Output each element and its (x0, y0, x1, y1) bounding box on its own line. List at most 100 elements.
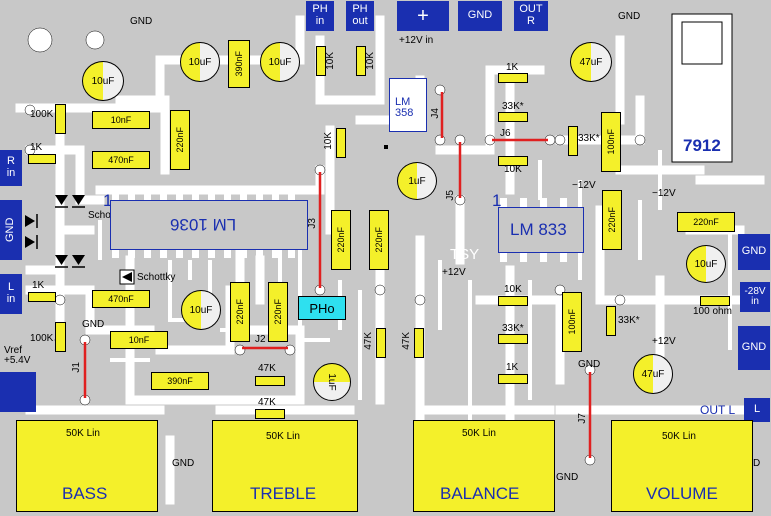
cap-390nf-1[interactable]: 390nF (228, 40, 250, 88)
label-schottky-1: Schottky (88, 210, 127, 221)
cap-220nf-7[interactable]: 220nF (677, 212, 735, 232)
res-1k-4-label: 1K (506, 362, 519, 373)
cap-10uf-5[interactable]: 10uF (686, 245, 726, 283)
res-10k-5-label: 10K (504, 284, 522, 295)
cap-100nf-2-text: 100nF (567, 309, 577, 335)
res-10k-4[interactable] (498, 156, 528, 166)
pot-balance[interactable] (413, 420, 555, 512)
cap-10uf-1[interactable]: 10uF (82, 61, 124, 101)
cap-220nf-3[interactable]: 220nF (369, 210, 389, 270)
ic-lm833-label: LM 833 (510, 220, 567, 239)
res-10k-2[interactable] (356, 46, 366, 76)
cap-10nf-2[interactable]: 10nF (110, 331, 168, 349)
ic-lm833[interactable] (498, 207, 584, 253)
connector-gnd-right1[interactable]: GND (738, 234, 770, 270)
res-10k-3[interactable] (336, 128, 346, 158)
cap-220nf-3-text: 220nF (374, 227, 384, 253)
pot-bass-label: BASS (62, 484, 108, 503)
res-1k-3[interactable] (498, 73, 528, 83)
res-1k-3-label: 1K (506, 62, 519, 73)
ic-lm1036-label: LM 1036 (170, 215, 237, 234)
connector-r-in[interactable]: R in (0, 150, 22, 186)
cap-220nf-5[interactable]: 220nF (268, 282, 288, 342)
label-pin1-lm833: 1 (492, 191, 502, 210)
cap-220nf-1[interactable]: 220nF (170, 110, 190, 170)
label-gnd-mid-left: GND (82, 319, 105, 330)
res-47k-1-label: 47K (363, 332, 374, 350)
label-minus12-1: −12V (572, 180, 596, 191)
label-out-l: OUT L (700, 403, 736, 417)
res-47k-1[interactable] (376, 328, 386, 358)
cap-470nf-2[interactable]: 470nF (92, 290, 150, 308)
connector-ph-out[interactable]: PH out (346, 1, 374, 31)
pot-bass[interactable] (16, 420, 158, 512)
connector-gnd-left[interactable]: GND (0, 200, 22, 260)
vref-block (0, 372, 36, 412)
res-100-ohm[interactable] (700, 296, 730, 306)
cap-100nf-1[interactable]: 100nF (601, 112, 621, 172)
jumper-j3-label: J3 (307, 218, 318, 229)
cap-220nf-4[interactable]: 220nF (230, 282, 250, 342)
pot-volume-label: VOLUME (646, 484, 718, 503)
label-schottky-2: Schottky (137, 272, 176, 283)
connector-out-r[interactable]: OUT R (514, 1, 548, 31)
cap-1uf-1[interactable]: 1uF (397, 162, 437, 200)
connector-plus[interactable]: + (397, 1, 449, 31)
res-10k-1[interactable] (316, 46, 326, 76)
res-100k-1[interactable] (55, 104, 66, 134)
cap-220nf-6[interactable]: 220nF (602, 190, 622, 250)
res-47k-3-label: 47K (258, 363, 276, 374)
res-100k-2[interactable] (55, 322, 66, 352)
res-1k-2[interactable] (28, 292, 56, 302)
pot-treble[interactable] (212, 420, 358, 512)
jumper-j2-label: J2 (255, 334, 266, 345)
connector-out-l[interactable]: L (744, 398, 770, 422)
res-33k-1[interactable] (498, 112, 528, 122)
cap-220nf-2[interactable]: 220nF (331, 210, 351, 270)
res-47k-4[interactable] (255, 409, 285, 419)
pot-treble-label: TREBLE (250, 484, 317, 503)
label-7912: 7912 (683, 136, 721, 155)
cap-10nf-1[interactable]: 10nF (92, 111, 150, 129)
pot-volume[interactable] (611, 420, 753, 512)
cap-220nf-1-text: 220nF (175, 127, 185, 153)
res-1k-1[interactable] (28, 154, 56, 164)
res-1k-1-label: 1K (30, 142, 43, 153)
cap-47uf-1[interactable]: 47uF (570, 42, 612, 82)
label-gnd-bottom-2: GND (556, 472, 579, 483)
res-47k-3[interactable] (255, 376, 285, 386)
label-pin1-lm1036: 1 (103, 191, 113, 210)
connector-gnd-right2[interactable]: GND (738, 326, 770, 370)
res-47k-2[interactable] (414, 328, 424, 358)
jumper-j4-label: J4 (430, 108, 441, 119)
ic-lm358[interactable] (389, 78, 427, 132)
cap-10uf-2[interactable]: 10uF (180, 42, 220, 82)
res-33k-2-label: 33K* (578, 133, 600, 144)
res-100k-2-label: 100K (30, 333, 54, 344)
connector-28v-in[interactable]: -28V in (740, 282, 770, 312)
pot-bass-value: 50K Lin (66, 428, 100, 439)
cap-47uf-2[interactable]: 47uF (633, 354, 673, 394)
connector-l-in[interactable]: L in (0, 274, 22, 314)
cap-390nf-2[interactable]: 390nF (151, 372, 209, 390)
cap-100nf-2[interactable]: 100nF (562, 292, 582, 352)
cap-100nf-1-text: 100nF (606, 129, 616, 155)
res-10k-4-label: 10K (504, 164, 522, 175)
cap-10uf-4[interactable]: 10uF (181, 290, 221, 330)
cap-1uf-2[interactable]: 1uF (313, 363, 351, 401)
connector-gnd-top[interactable]: GND (458, 1, 502, 31)
jumper-j1-label: J1 (71, 362, 82, 373)
res-33k-4[interactable] (606, 306, 616, 336)
res-1k-4[interactable] (498, 374, 528, 384)
jumper-j7-label: J7 (577, 413, 588, 424)
res-33k-3[interactable] (498, 334, 528, 344)
cap-470nf-1[interactable]: 470nF (92, 151, 150, 169)
cap-10uf-3[interactable]: 10uF (260, 42, 300, 82)
res-33k-2[interactable] (568, 126, 578, 156)
ic-lm1036[interactable] (110, 200, 308, 250)
label-vref: Vref +5.4V (4, 345, 31, 366)
connector-ph-in[interactable]: PH in (306, 1, 334, 31)
res-33k-1-label: 33K* (502, 101, 524, 112)
res-10k-5[interactable] (498, 296, 528, 306)
pho-block[interactable]: PHo (298, 296, 346, 320)
